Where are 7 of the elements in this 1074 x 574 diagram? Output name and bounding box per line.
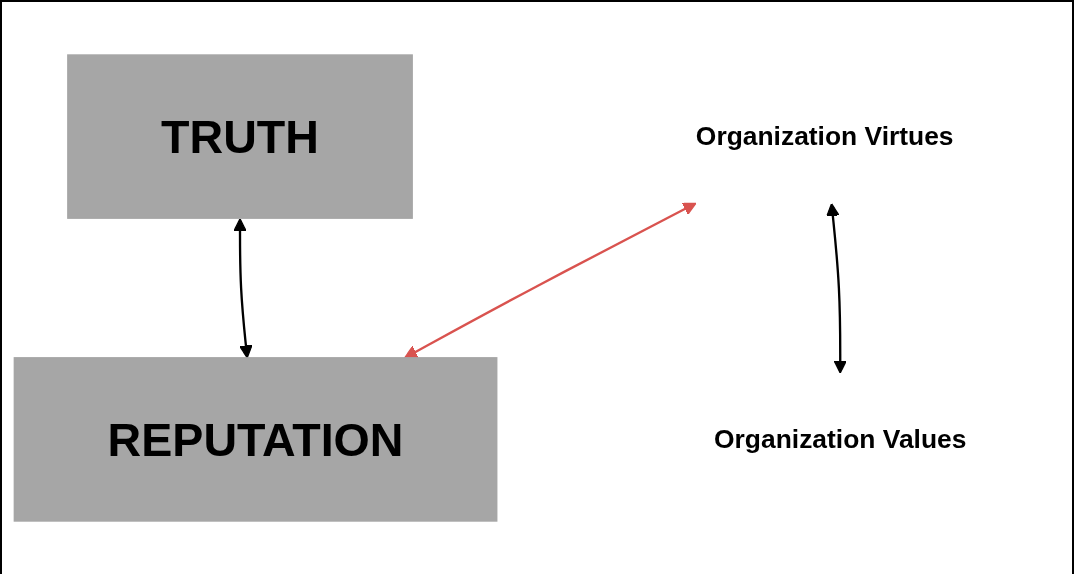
node-text: Organization Values (714, 424, 967, 454)
node-box: TRUTH (67, 54, 413, 219)
node-box: REPUTATION (13, 357, 498, 522)
arrow (233, 218, 253, 359)
node-text: Organization Virtues (695, 121, 954, 151)
arrow (404, 202, 697, 359)
arrow (826, 203, 848, 374)
